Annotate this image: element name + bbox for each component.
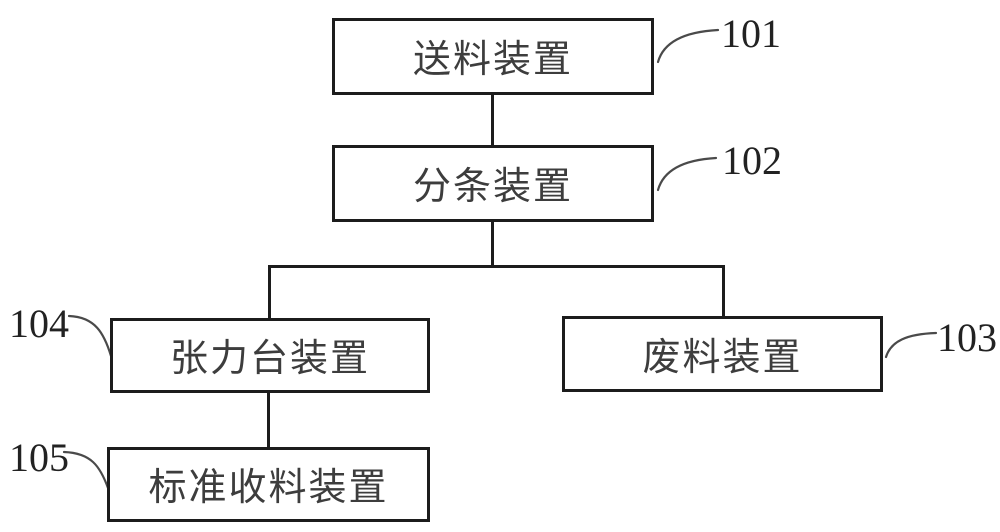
ref-102: 102	[722, 138, 782, 183]
node-102-label: 分条装置	[412, 166, 573, 208]
ref-103: 103	[937, 315, 997, 360]
node-103-waste-device: 废料装置	[562, 316, 883, 392]
node-104-label: 张力台装置	[169, 338, 370, 380]
node-104-tension-table-device: 张力台装置	[110, 318, 430, 393]
leader-103	[884, 331, 938, 359]
ref-104: 104	[9, 301, 69, 346]
connector-branch-horizontal	[268, 265, 725, 268]
node-102-slitting-device: 分条装置	[332, 145, 654, 222]
node-105-label: 标准收料装置	[148, 467, 389, 509]
connector-101-102	[491, 93, 494, 149]
node-101-label: 送料装置	[412, 39, 573, 81]
node-103-label: 废料装置	[642, 336, 803, 379]
leader-104	[67, 314, 113, 358]
ref-101: 101	[721, 11, 781, 56]
ref-105: 105	[9, 435, 69, 480]
leader-102	[656, 156, 718, 192]
connector-branch-103	[722, 265, 725, 318]
leader-105	[62, 450, 110, 490]
leader-101	[656, 28, 720, 64]
connector-102-branch	[491, 220, 494, 268]
connector-104-105	[267, 391, 270, 449]
node-105-standard-collecting-device: 标准收料装置	[107, 447, 430, 522]
connector-branch-104	[268, 265, 271, 320]
node-101-feeding-device: 送料装置	[332, 18, 654, 95]
